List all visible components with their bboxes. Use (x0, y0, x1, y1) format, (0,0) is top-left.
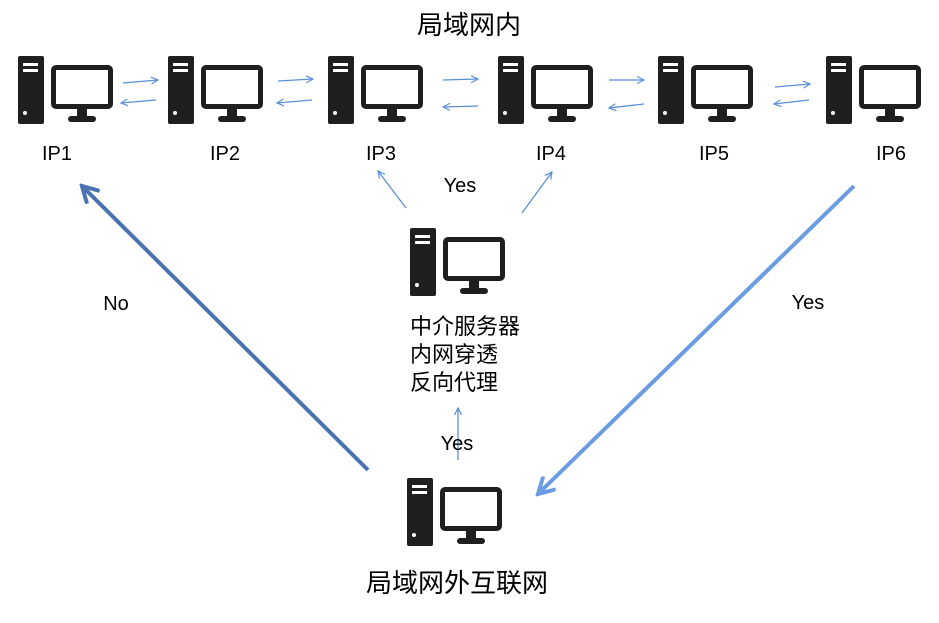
edge-label-external-to-ip1: No (103, 293, 129, 315)
edge-label-external-to-ip6: Yes (792, 292, 825, 314)
edge-label-external-to-server: Yes (441, 433, 474, 455)
ip-label: IP1 (42, 143, 72, 165)
ip-label: IP2 (210, 143, 240, 165)
server-label-line-2: 内网穿透 (410, 342, 498, 367)
server-label-line-3: 反向代理 (410, 370, 498, 395)
computer-icon (498, 56, 593, 124)
arrow-server-to-ip3 (378, 171, 407, 209)
lan-computer-ip3 (328, 56, 423, 124)
lan-link-1-2 (121, 80, 158, 103)
lan-link-3-4 (443, 79, 478, 107)
lan-title: 局域网内 (417, 11, 521, 41)
computer-icon (658, 56, 753, 124)
lan-computer-ip6 (826, 56, 921, 124)
external-computer (407, 478, 502, 546)
lan-link-5-6 (774, 84, 810, 104)
computer-icon (407, 478, 502, 546)
ip-label: IP3 (366, 143, 396, 165)
computer-icon (168, 56, 263, 124)
lan-computer-ip1 (18, 56, 113, 124)
arrow-server-to-ip4 (521, 172, 552, 214)
internet-title: 局域网外互联网 (366, 569, 548, 599)
arrow-external-to-ip1 (82, 186, 370, 472)
computer-icon (18, 56, 113, 124)
ip-label: IP6 (876, 143, 906, 165)
server-label-line-1: 中介服务器 (410, 314, 520, 339)
relay-server (410, 228, 505, 296)
computer-icon (328, 56, 423, 124)
edge-label-server-to-lan: Yes (444, 175, 477, 197)
lan-link-4-5 (609, 80, 644, 108)
ip-label: IP5 (699, 143, 729, 165)
lan-computer-ip2 (168, 56, 263, 124)
arrow-external-to-ip6 (538, 184, 856, 494)
ip-label: IP4 (536, 143, 566, 165)
lan-computer-ip5 (658, 56, 753, 124)
computer-icon (826, 56, 921, 124)
lan-computer-ip4 (498, 56, 593, 124)
computer-icon (410, 228, 505, 296)
lan-link-2-3 (277, 79, 313, 103)
